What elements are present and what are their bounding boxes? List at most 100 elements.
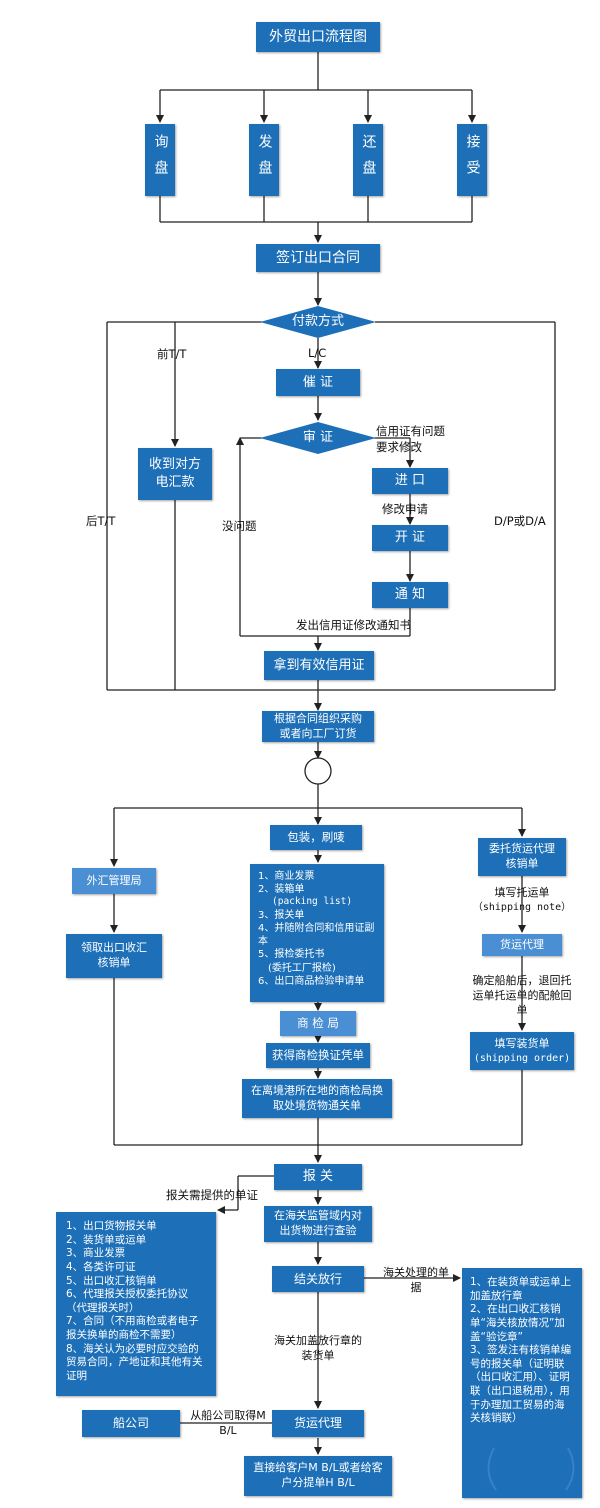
step-inquiry: 询盘 [145,124,175,196]
customs-doc-item: 3、商业发票 [66,1247,126,1260]
doc-item: 4、并随附合同和信用证副本 [258,923,375,948]
confirm-vessel-label: 确定船舶后，退回托运单托运单的配舱回单 [472,974,572,1017]
deliver-bl-label: 直接给客户M B/L或者给客户分提单H B/L [253,1461,383,1489]
doc-item: (委托工厂报检) [268,962,336,974]
customs-declare-box: 报 关 [274,1164,362,1190]
lc-label: L/C [308,346,327,360]
title-box: 外贸出口流程图 [256,22,380,52]
urge-lc-label: 催 证 [302,374,334,390]
packing-box: 包装，刷唛 [270,825,362,850]
open-lc-box: 开 证 [372,525,448,551]
freight-agent-box: 货运代理 [482,934,562,956]
valid-lc-label: 拿到有效信用证 [273,657,365,673]
import-box: 进 口 [372,468,448,494]
customs-processed-list: 1、在装货单或运单上加盖放行章 2、在出口收汇核销单“海关核放情况”加盖“验讫章… [462,1268,582,1498]
customs-doc-item: 6、代理报关授权委托协议（代理报关时） [66,1288,189,1314]
final-agent-box: 货运代理 [272,1410,364,1437]
notify-label: 通 知 [394,587,426,603]
packing-docs-list: 1、商业发票 2、装箱单 (packing list) 3、报关单 4、并随附合… [250,864,384,1002]
stamped-order-label: 海关加盖放行章的装货单 [274,1334,362,1362]
shipping-order-cn: 填写装货单 [494,1036,550,1050]
review-lc-label: 审 证 [302,430,334,445]
forex-verify-box: 领取出口收汇核销单 [66,934,162,978]
step-offer: 发盘 [249,124,279,196]
received-wire-label: 收到对方电汇款 [148,457,201,490]
laurel-icon [487,1447,575,1491]
notify-box: 通 知 [372,582,448,608]
customs-release-label: 结关放行 [293,1271,342,1286]
deliver-bl-box: 直接给客户M B/L或者给客户分提单H B/L [244,1456,392,1496]
step-inquiry-label: 询盘 [152,134,169,186]
processed-item: 2、在出口收汇核销单“海关核放情况”加盖“验讫章” [470,1303,565,1343]
forex-bureau-label: 外汇管理局 [86,873,142,887]
inspection-bureau-box: 商 检 局 [280,1011,356,1036]
customs-doc-item: 8、海关认为必要时应交验的贸易合同，产地证和其他有关证明 [66,1342,203,1383]
obtain-mbl-label: 从船公司取得M B/L [190,1409,266,1437]
step-accept-label: 接受 [464,134,481,186]
exchange-clearance-label: 在离境港所在地的商检局换取处境货物通关单 [251,1083,383,1112]
watermark-sub: SYWSC.COM [502,1476,560,1486]
step-offer-label: 发盘 [256,134,273,186]
forex-bureau-box: 外汇管理局 [72,868,156,894]
payment-label: 付款方式 [291,314,344,329]
shipping-note-cn: 填写托运单 [494,886,550,899]
inspection-cert-box: 获得商检换证凭单 [266,1043,370,1068]
post-tt-label: 后T/T [86,514,116,528]
shipping-order-box: 填写装货单 (shipping order) [470,1032,574,1070]
no-problem-label: 没问题 [222,519,257,533]
doc-item: 6、出口商品检验申请单 [258,975,365,987]
forex-verify-label: 领取出口收汇核销单 [81,941,147,969]
customs-docs-label: 海关处理的单据 [383,1266,449,1294]
doc-item: 5、报检委托书 [258,949,325,961]
customs-doc-list: 1、出口货物报关单 2、装货单或运单 3、商业发票 4、各类许可证 5、出口收汇… [56,1212,216,1396]
customs-doc-item: 4、各类许可证 [66,1260,136,1273]
entrust-agent-label: 委托货运代理核销单 [489,842,555,870]
purchase-box: 根据合同组织采购或者向工厂订货 [262,711,374,742]
exchange-clearance-box: 在离境港所在地的商检局换取处境货物通关单 [242,1079,392,1118]
shipping-note-label: 填写托运单 （shipping note） [470,886,574,914]
step-counter-offer-label: 还盘 [360,134,377,186]
shipping-company-label: 船公司 [112,1416,149,1431]
contract-label: 签订出口合同 [276,249,360,266]
customs-doc-item: 2、装货单或运单 [66,1233,147,1246]
contract-box: 签订出口合同 [256,244,380,272]
shipping-order-en: (shipping order) [473,1052,571,1064]
title-text: 外贸出口流程图 [269,28,367,45]
payment-diamond [260,306,376,338]
customs-doc-item: 7、合同（不用商检或者电子报关换单的商检不需要） [66,1315,199,1342]
inspection-cert-label: 获得商检换证凭单 [272,1047,364,1062]
doc-item: 2、装箱单 [258,884,305,896]
doc-item: 1、商业发票 [258,871,315,882]
inspection-bureau-label: 商 检 局 [297,1015,339,1030]
import-label: 进 口 [394,473,426,489]
entrust-agent-box: 委托货运代理核销单 [478,838,566,876]
pre-tt-label: 前T/T [157,347,187,361]
watermark-logo: WJFZ SYWSC.COM [476,1440,586,1498]
customs-inspect-label: 在海关监管域内对出货物进行查验 [274,1209,362,1237]
received-wire-box: 收到对方电汇款 [138,448,212,500]
processed-item: 1、在装货单或运单上加盖放行章 [470,1276,572,1302]
customs-doc-item: 5、出口收汇核销单 [66,1274,157,1287]
urge-lc-box: 催 证 [276,369,360,396]
doc-item: 3、报关单 [258,909,305,921]
customs-doc-item: 1、出口货物报关单 [66,1220,157,1232]
customs-release-box: 结关放行 [272,1266,364,1292]
dpda-label: D/P或D/A [494,514,546,528]
customs-inspect-box: 在海关监管域内对出货物进行查验 [264,1206,372,1242]
lc-problem-label: 信用证有问题要求修改 [376,424,445,454]
freight-agent-label: 货运代理 [500,937,544,951]
step-counter-offer: 还盘 [353,124,383,196]
connector-circle [304,757,332,785]
doc-item: (packing list) [272,896,353,908]
docs-needed-label: 报关需提供的单证 [166,1188,258,1202]
watermark-text: WJFZ [505,1452,557,1473]
valid-lc-box: 拿到有效信用证 [264,651,374,680]
processed-item: 3、签发注有核销单编号的报关单（证明联（出口收汇用）、证明联（出口退税用），用于… [470,1344,572,1425]
shipping-note-en: （shipping note） [472,901,572,913]
review-diamond [260,422,376,454]
send-notice-label: 发出信用证修改通知书 [296,618,411,632]
packing-label: 包装，刷唛 [287,829,345,844]
modify-apply-label: 修改申请 [382,502,428,516]
